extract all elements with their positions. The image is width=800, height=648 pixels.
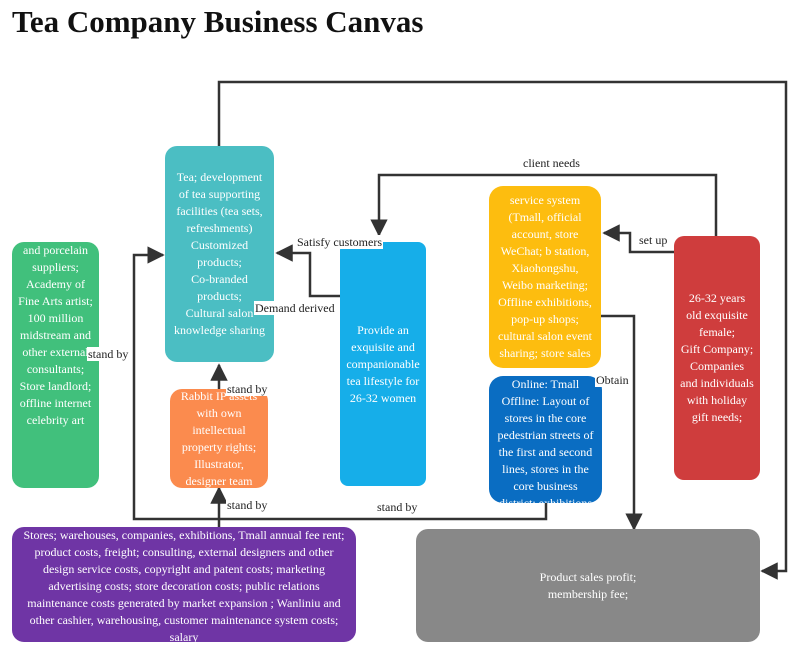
- revenue-streams-block: Product sales profit; membership fee;: [416, 529, 760, 642]
- arrow-obtain: [601, 314, 643, 531]
- key-resources-block: Rabbit IP assets with own intellectual p…: [170, 389, 268, 488]
- value-proposition-text: Provide an exquisite and companionable t…: [346, 322, 420, 405]
- key-partners-block: and porcelain suppliers; Academy of Fine…: [12, 242, 99, 488]
- page-title: Tea Company Business Canvas: [12, 4, 424, 39]
- channels-block: Online: Tmall Offline: Layout of stores …: [489, 376, 602, 503]
- label-obtain: Obtain: [595, 373, 630, 387]
- label-demand-derived: Demand derived: [254, 301, 336, 315]
- cost-structure-text: Stores; warehouses, companies, exhibitio…: [23, 528, 345, 642]
- key-activities-block: Tea; development of tea supporting facil…: [165, 146, 274, 362]
- revenue-streams-text: Product sales profit; membership fee;: [539, 569, 637, 601]
- key-resources-text: Rabbit IP assets with own intellectual p…: [180, 389, 257, 488]
- key-activities-text: Tea; development of tea supporting facil…: [174, 170, 265, 337]
- customer-segments-block: 26-32 years old exquisite female; Gift C…: [674, 236, 760, 480]
- customer-relationships-block: service system (Tmall, official account,…: [489, 186, 601, 368]
- arrow-channels-to-activities: [132, 246, 548, 521]
- label-stand-by-partners: stand by: [87, 347, 130, 361]
- cost-structure-block: Stores; warehouses, companies, exhibitio…: [12, 527, 356, 642]
- label-stand-by-channels: stand by: [376, 500, 419, 514]
- arrow-demand-derived: [275, 244, 340, 298]
- label-stand-by-resources: stand by: [226, 382, 269, 396]
- arrow-set-up: [602, 224, 674, 254]
- arrow-activities-to-revenue: [217, 80, 788, 580]
- key-partners-text: and porcelain suppliers; Academy of Fine…: [18, 243, 93, 427]
- customer-segments-text: 26-32 years old exquisite female; Gift C…: [680, 291, 754, 424]
- label-stand-by-costs: stand by: [226, 498, 269, 512]
- label-client-needs: client needs: [522, 156, 581, 170]
- customer-relationships-text: service system (Tmall, official account,…: [498, 193, 592, 360]
- arrow-client-needs: [370, 173, 718, 237]
- label-set-up: set up: [638, 233, 669, 247]
- value-proposition-block: Provide an exquisite and companionable t…: [340, 242, 426, 486]
- channels-text: Online: Tmall Offline: Layout of stores …: [497, 377, 594, 503]
- label-satisfy-customers: Satisfy customers: [296, 235, 383, 249]
